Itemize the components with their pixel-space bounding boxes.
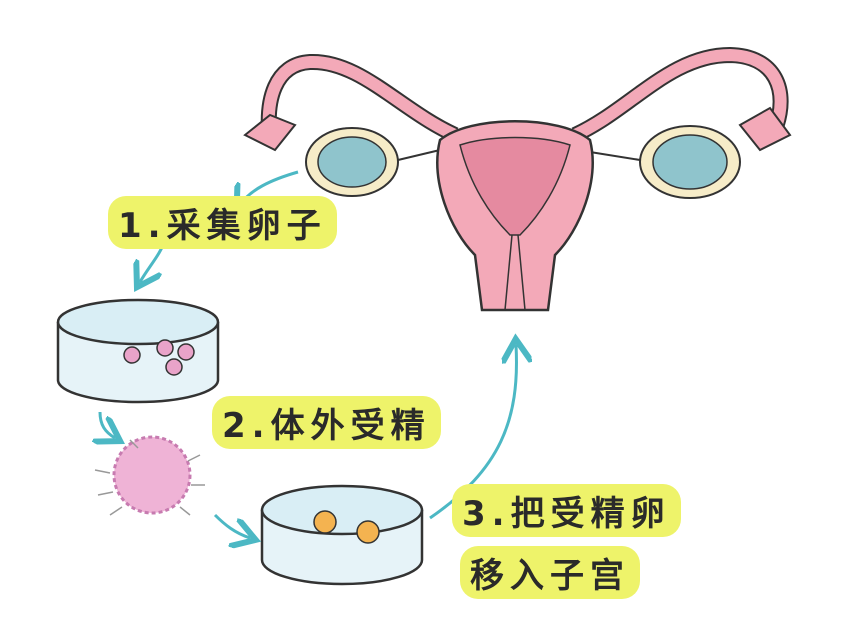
egg-with-sperm bbox=[94, 435, 205, 516]
egg bbox=[123, 346, 141, 364]
embryo bbox=[356, 520, 380, 544]
arrow-dish-to-cell bbox=[100, 411, 115, 438]
step-2-label: 2.体外受精 bbox=[212, 396, 441, 449]
step-3-label: 3.把受精卵 bbox=[452, 484, 681, 537]
fallopian-tube-right bbox=[571, 46, 792, 152]
uterus bbox=[436, 120, 594, 312]
ovary-left bbox=[305, 127, 441, 197]
egg bbox=[165, 358, 183, 376]
arrow-cell-to-dish bbox=[213, 513, 250, 538]
fallopian-tube-left bbox=[243, 53, 459, 152]
egg bbox=[156, 339, 174, 357]
petri-dish-embryos bbox=[260, 484, 424, 586]
ovary-right bbox=[589, 125, 741, 199]
step-1-label: 1.采集卵子 bbox=[108, 196, 337, 249]
petri-dish-eggs bbox=[56, 298, 220, 404]
embryo bbox=[313, 510, 337, 534]
egg bbox=[177, 343, 195, 361]
step-3-label-line2: 移入子宫 bbox=[460, 546, 640, 599]
